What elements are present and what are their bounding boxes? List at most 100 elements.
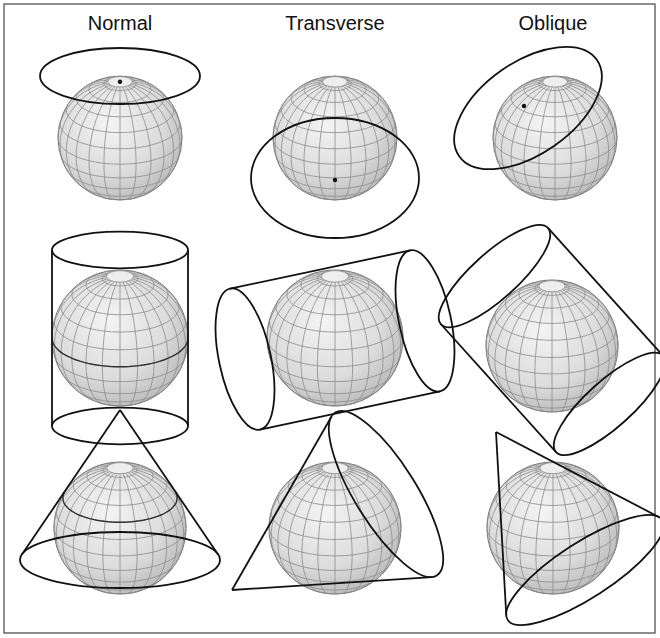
graticule-line [335, 286, 383, 315]
tangent-point [333, 178, 337, 182]
graticule-line [552, 286, 616, 382]
graticule-line [335, 276, 401, 375]
graticule-line [73, 477, 120, 505]
graticule-line [318, 468, 335, 593]
cylinder-end [426, 211, 564, 342]
graticule-line [54, 276, 120, 375]
graticule-line [553, 468, 617, 564]
graticule-line [555, 82, 571, 200]
cylinder-end [52, 232, 188, 269]
graticule-line [496, 468, 553, 580]
graticule-line [276, 276, 335, 391]
column-heading: Transverse [285, 12, 384, 35]
graticule-line [120, 276, 186, 375]
graticule-line [335, 468, 392, 580]
globe-disc [267, 270, 403, 406]
graticule-line [505, 295, 552, 323]
graticule-line [552, 286, 569, 411]
graticule-line [52, 339, 120, 367]
graticule-line [519, 286, 552, 410]
graticule-line [553, 468, 600, 589]
graticule-line [120, 82, 164, 195]
graticule-line [120, 276, 188, 338]
globe [486, 280, 618, 412]
graticule-line [120, 468, 153, 592]
graticule-line [555, 82, 617, 138]
pole-cap [322, 463, 348, 474]
graticule-line [63, 492, 120, 522]
graticule-line [287, 286, 335, 315]
pole-cap [323, 77, 348, 87]
graticule-line [493, 82, 555, 138]
cylinder-side [51, 250, 53, 426]
graticule-line [120, 468, 121, 594]
graticule-line [335, 82, 351, 200]
graticule-line [335, 468, 352, 593]
graticule-line [272, 548, 335, 570]
graticule-line [104, 82, 120, 200]
graticule-line [505, 286, 552, 407]
graticule-line [335, 276, 353, 405]
graticule-line [120, 468, 184, 564]
graticule-line [52, 276, 120, 338]
graticule-line [120, 339, 188, 367]
graticule-line [61, 276, 120, 391]
graticule-line [335, 468, 336, 594]
graticule-line [335, 468, 401, 528]
graticule-line [120, 276, 154, 403]
graticule-line [486, 286, 552, 346]
graticule-line [511, 82, 555, 195]
graticule-line [278, 468, 335, 580]
tangent-plane [40, 48, 200, 104]
graticule-line [335, 82, 395, 172]
graticule-line [490, 548, 553, 570]
graticule-line [555, 82, 609, 187]
globe-disc [58, 76, 182, 200]
graticule-line [301, 276, 335, 403]
cone-base [493, 497, 660, 638]
frame [4, 4, 655, 633]
graticule-line [487, 468, 553, 528]
graticule-line [120, 276, 138, 405]
graticule-line [520, 468, 553, 592]
graticule-line [269, 276, 335, 375]
globe-disc [486, 280, 618, 412]
graticule-line [120, 492, 177, 522]
globe [269, 462, 401, 594]
graticule-line [535, 286, 552, 411]
graticule-line [553, 468, 610, 580]
pole-cap [107, 463, 133, 474]
graticule-line [335, 276, 403, 338]
graticule-line [555, 82, 556, 200]
graticule-line [120, 548, 183, 570]
graticule-line [552, 286, 585, 410]
graticule-line [87, 468, 120, 592]
graticule-line [267, 276, 335, 338]
graticule-line [495, 286, 552, 398]
cylinder-end [52, 408, 188, 445]
graticule-line [501, 82, 555, 187]
graticule-line [335, 468, 382, 589]
graticule-line [335, 468, 368, 592]
graticule-line [58, 82, 120, 138]
globe-disc [269, 462, 401, 594]
graticule-line [555, 82, 615, 172]
graticule-line [291, 90, 335, 117]
globe [267, 270, 403, 406]
column-heading: Oblique [519, 12, 588, 35]
graticule-line [335, 276, 383, 400]
graticule-line [335, 82, 389, 187]
tangent-plane [433, 22, 623, 194]
graticule-line [120, 468, 177, 580]
graticule-line [552, 295, 599, 323]
graticule-line [120, 468, 167, 589]
cone-side [120, 410, 218, 555]
globe-disc [52, 270, 188, 406]
graticule-line [553, 468, 570, 593]
graticule-line [555, 82, 599, 195]
graticule-line [273, 82, 335, 138]
column-heading: Normal [88, 12, 152, 35]
graticule-line [120, 276, 121, 406]
cone-side [232, 577, 432, 590]
